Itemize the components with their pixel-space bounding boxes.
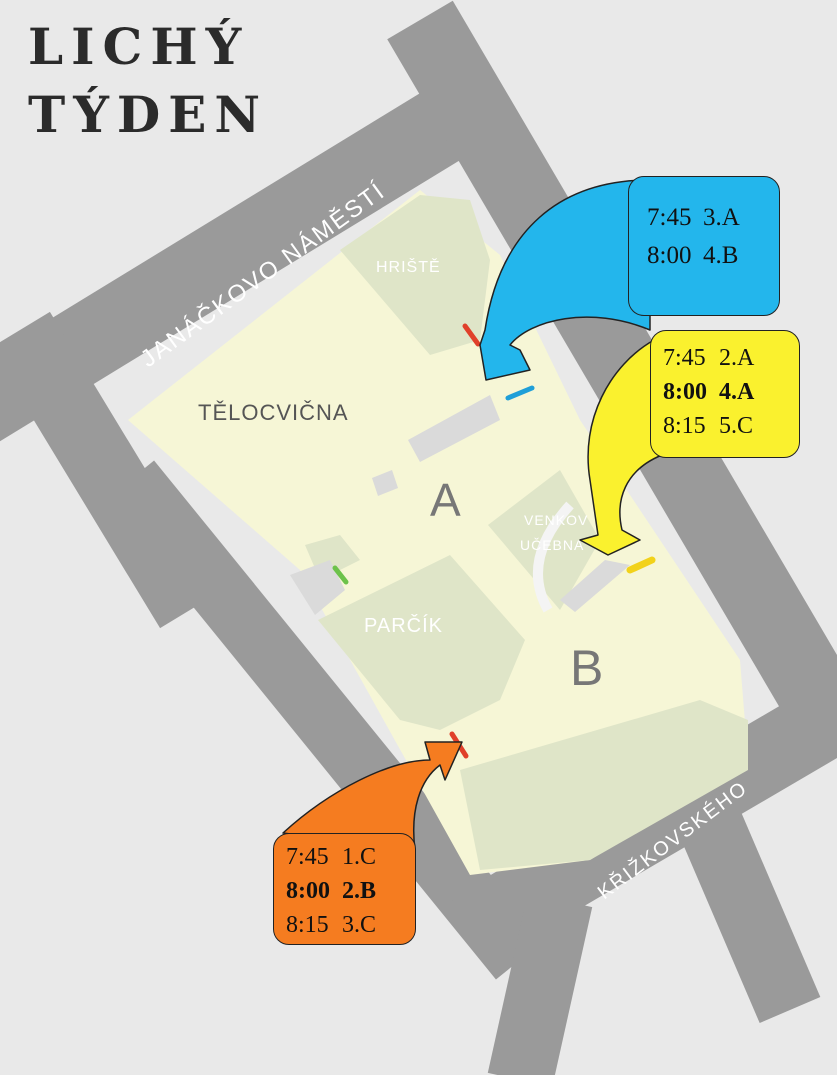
schedule-row: 7:45 1.C xyxy=(286,840,415,874)
schedule-time: 8:00 xyxy=(286,878,330,904)
schedule-time: 7:45 xyxy=(647,204,692,231)
schedule-class: 4.A xyxy=(719,379,755,405)
page-title-line1: LICHÝ xyxy=(28,17,250,76)
outdoor-classroom-arc xyxy=(533,501,574,613)
label-outdoor-2: UČEBNA xyxy=(520,537,584,553)
schedule-row-highlighted: 8:00 4.A xyxy=(663,375,799,409)
schedule-row: 7:45 2.A xyxy=(663,341,799,375)
entrance-green xyxy=(332,565,349,585)
road-southwest xyxy=(105,460,545,980)
schedule-class: 4.B xyxy=(703,242,739,269)
page-title-line2: TÝDEN xyxy=(28,85,269,144)
schedule-row-highlighted: 8:00 2.B xyxy=(286,874,415,908)
park-area xyxy=(318,555,525,730)
road-spur-s xyxy=(487,892,593,1075)
schedule-class: 3.C xyxy=(342,912,377,938)
entrance-yellow xyxy=(626,556,656,574)
schedule-time: 7:45 xyxy=(286,844,329,870)
yellow-arrow xyxy=(579,339,663,556)
schedule-box-orange: 7:45 1.C 8:00 2.B 8:15 3.C xyxy=(273,833,416,945)
label-gym: TĚLOCVIČNA xyxy=(198,400,349,425)
road-spur-se xyxy=(669,787,821,1023)
label-playground: HRIŠTĚ xyxy=(376,257,441,276)
label-park: PARČÍK xyxy=(364,614,443,637)
schedule-time: 8:00 xyxy=(663,379,707,405)
label-building-b: B xyxy=(570,640,603,696)
label-building-a: A xyxy=(430,474,461,526)
orange-arrow xyxy=(282,741,463,851)
playground-area xyxy=(340,195,490,355)
schedule-time: 8:15 xyxy=(286,912,329,938)
campus-south-strip xyxy=(460,700,748,870)
campus-block xyxy=(128,190,748,875)
arrows xyxy=(282,179,663,851)
schedule-box-blue: 7:45 3.A 8:00 4.B xyxy=(628,176,780,316)
schedule-time: 8:15 xyxy=(663,413,706,439)
schedule-class: 2.A xyxy=(719,345,755,371)
schedule-class: 5.C xyxy=(719,413,754,439)
entrance-blue xyxy=(505,385,535,401)
schedule-box-yellow: 7:45 2.A 8:00 4.A 8:15 5.C xyxy=(650,330,800,458)
entrances xyxy=(332,323,656,759)
label-outdoor-1: VENKOV xyxy=(524,512,588,528)
schedule-class: 2.B xyxy=(342,878,377,904)
blue-arrow xyxy=(479,179,651,381)
schedule-row: 7:45 3.A xyxy=(647,199,779,237)
schedule-time: 7:45 xyxy=(663,345,706,371)
schedule-row: 8:15 5.C xyxy=(663,409,799,443)
schedule-class: 3.A xyxy=(703,204,740,231)
passages xyxy=(290,395,630,615)
schedule-time: 8:00 xyxy=(647,242,692,269)
schedule-class: 1.C xyxy=(342,844,377,870)
schedule-row: 8:00 4.B xyxy=(647,237,779,275)
entrance-red-north xyxy=(462,323,481,347)
schedule-row: 8:15 3.C xyxy=(286,908,415,942)
